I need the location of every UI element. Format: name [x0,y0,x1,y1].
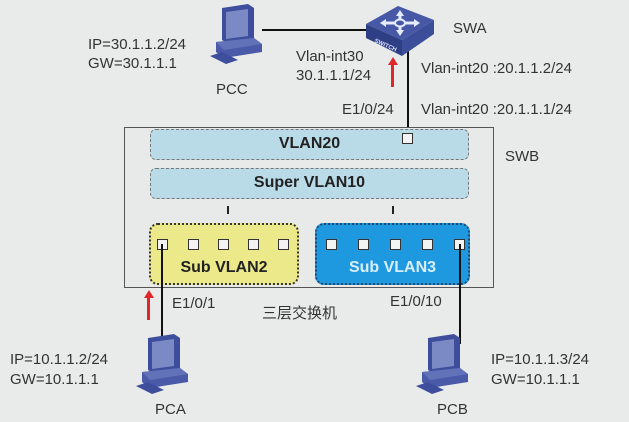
link-pca-port-end [161,244,163,290]
pca-gw: GW=10.1.1.1 [10,371,99,388]
port[interactable] [358,239,369,250]
swb-name: SWB [505,148,540,165]
pca-name: PCA [155,401,186,418]
pcc-ip: IP=30.1.1.2/24 [88,36,186,53]
port[interactable] [218,239,229,250]
pc-icon-pcb[interactable] [414,332,474,394]
connector-tick-right [392,206,394,214]
port[interactable] [326,239,337,250]
pcc-gw: GW=30.1.1.1 [88,55,177,72]
sub-vlan2-label: Sub VLAN2 [180,259,268,276]
port[interactable] [188,239,199,250]
port[interactable] [248,239,259,250]
super-vlan10-label: Super VLAN10 [253,174,366,191]
link-pcb-port-end [459,244,461,290]
swa-vlanint20: Vlan-int20 :20.1.1.2/24 [421,60,572,77]
pcb-gw: GW=10.1.1.1 [491,371,580,388]
connector-tick-left [227,206,229,214]
link-pcc-swa [262,29,372,31]
computer-icon [416,334,468,394]
switch-icon-swa[interactable]: SWITCH [362,2,438,62]
swb-caption: 三层交换机 [262,305,338,322]
swb-port-pca: E1/0/1 [172,295,216,312]
sub-vlan3-label: Sub VLAN3 [348,259,437,276]
sub-vlan3-group[interactable]: Sub VLAN3 [315,223,470,285]
sub-vlan2-group[interactable]: Sub VLAN2 [149,223,299,285]
port[interactable] [390,239,401,250]
pca-ip: IP=10.1.1.2/24 [10,351,108,368]
super-vlan10-bar[interactable]: Super VLAN10 [150,168,469,199]
pc-icon-pcc[interactable] [208,2,268,64]
vlan20-bar[interactable]: VLAN20 [150,129,469,160]
pc-icon-pca[interactable] [134,332,194,394]
link-pcb-swb [459,244,461,344]
pcb-ip: IP=10.1.1.3/24 [491,351,589,368]
link-swa-swb [407,50,409,134]
swb-vlanint20: Vlan-int20 :20.1.1.1/24 [421,101,572,118]
traffic-arrow-pca [143,290,154,320]
swb-uplink-port: E1/0/24 [342,101,394,118]
swa-vlanint30-ip: 30.1.1.1/24 [296,67,372,84]
pcc-name: PCC [216,81,248,98]
computer-icon [210,4,262,64]
computer-icon [136,334,188,394]
link-pca-swb [161,244,163,344]
traffic-arrow-swa [387,57,398,87]
swa-vlanint30-label: Vlan-int30 [296,48,364,65]
swa-name: SWA [453,20,487,37]
swb-port-pcb: E1/0/10 [390,293,442,310]
uplink-port-e1-0-24[interactable] [402,133,413,144]
vlan20-label: VLAN20 [278,135,341,152]
pcb-name: PCB [437,401,468,418]
port[interactable] [278,239,289,250]
port[interactable] [422,239,433,250]
